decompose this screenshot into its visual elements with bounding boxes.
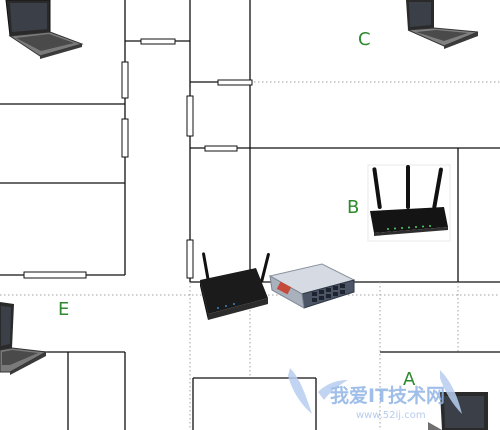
network-switch-icon	[268, 263, 356, 309]
door-icon	[186, 239, 194, 279]
door-icon	[121, 61, 129, 99]
door-icon	[140, 38, 176, 45]
room-label-e: E	[58, 299, 69, 320]
laptop-icon	[406, 0, 479, 49]
door-icon	[204, 145, 238, 152]
door-icon	[121, 118, 129, 158]
door-icon	[186, 95, 194, 137]
room-label-a: A	[403, 369, 416, 390]
door-icon	[217, 79, 253, 86]
laptop-icon	[5, 0, 84, 59]
door-icon	[23, 271, 87, 279]
watermark-url: www.52ij.com	[356, 410, 426, 421]
room-label-b: B	[347, 197, 359, 218]
laptop-icon	[0, 302, 48, 375]
room-label-c: C	[358, 29, 371, 50]
watermark-logo	[288, 368, 462, 414]
watermark-title: 我爱IT技术网	[330, 384, 445, 407]
wireless-router-icon	[367, 164, 451, 242]
modem-router-icon	[200, 252, 270, 320]
watermark: 我爱IT技术网 www.52ij.com	[288, 368, 462, 421]
doors	[23, 38, 253, 279]
